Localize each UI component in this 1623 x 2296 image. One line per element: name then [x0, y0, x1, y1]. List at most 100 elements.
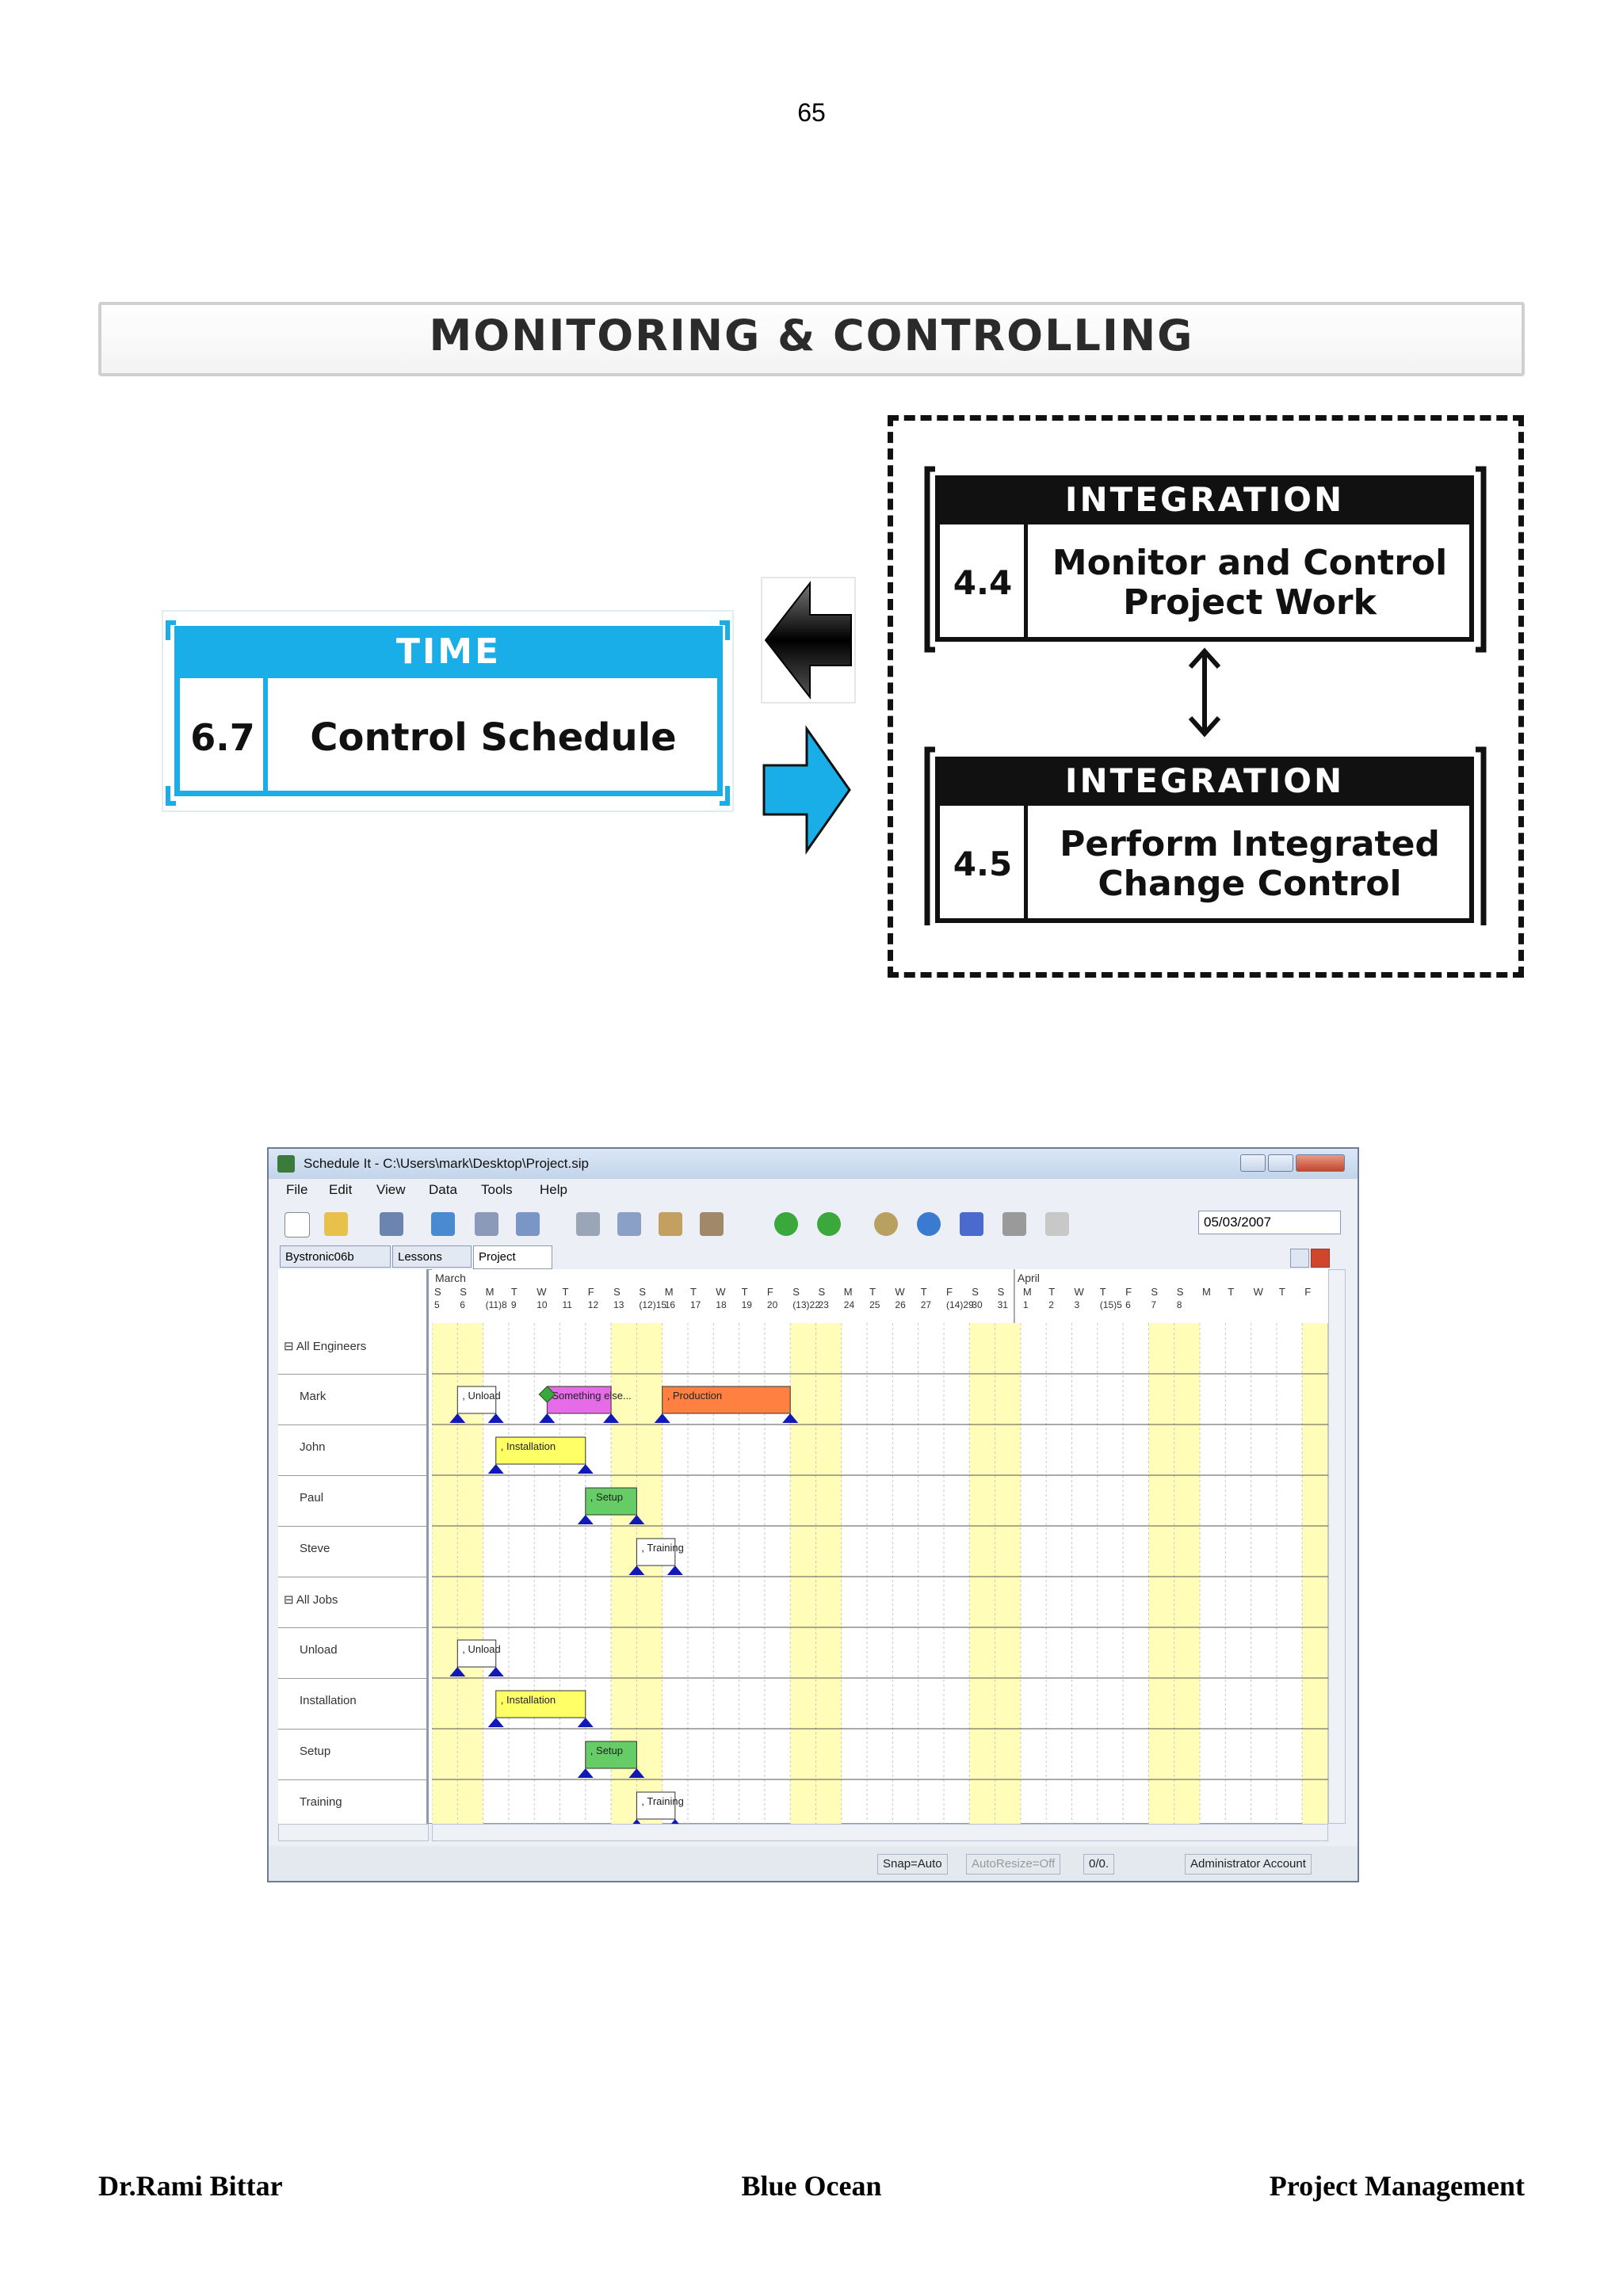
day-number: 19 — [742, 1299, 753, 1310]
add-resource-icon[interactable] — [659, 1212, 682, 1236]
task-bar — [636, 1538, 676, 1566]
integration-divider — [1024, 524, 1028, 637]
start-marker — [449, 1667, 466, 1676]
resource-icon[interactable] — [700, 1212, 724, 1236]
group-row-label[interactable]: ⊟ All Jobs — [284, 1593, 338, 1607]
day-letter: T — [1279, 1286, 1285, 1298]
resource-row-label[interactable]: Installation — [300, 1694, 357, 1707]
resource-row-label[interactable]: Setup — [300, 1745, 331, 1758]
task-bar — [495, 1690, 586, 1718]
zoom-icon[interactable] — [874, 1212, 898, 1236]
row-divider — [278, 1526, 429, 1527]
task-label: , Production — [667, 1390, 722, 1402]
maximize-button[interactable] — [1268, 1154, 1293, 1172]
row-divider — [278, 1374, 429, 1375]
task-label: , Setup — [590, 1491, 623, 1503]
weekend-column — [1148, 1323, 1174, 1824]
task-label: , Unload — [462, 1643, 500, 1655]
day-number: 31 — [998, 1299, 1009, 1310]
arrow-right-icon — [762, 725, 851, 855]
undo-icon[interactable] — [516, 1212, 540, 1236]
sort-icon[interactable] — [617, 1212, 641, 1236]
restore-pane-icon[interactable] — [1290, 1249, 1309, 1268]
menu-edit[interactable]: Edit — [329, 1182, 353, 1197]
vertical-scrollbar[interactable] — [1328, 1269, 1346, 1824]
close-button[interactable] — [1296, 1154, 1345, 1172]
resource-row-label[interactable]: Paul — [300, 1491, 324, 1505]
day-number: (13)22 — [792, 1299, 820, 1310]
print-preview-icon[interactable] — [1045, 1212, 1069, 1236]
end-marker — [628, 1768, 645, 1778]
filter-icon[interactable] — [576, 1212, 600, 1236]
tab-lessons[interactable]: Lessons — [392, 1245, 472, 1268]
close-pane-icon[interactable] — [1311, 1249, 1330, 1268]
menu-bar: File Edit View Data Tools Help — [269, 1179, 1358, 1201]
day-letter: F — [588, 1286, 594, 1298]
tab-project[interactable]: Project — [473, 1245, 552, 1269]
start-marker — [487, 1464, 504, 1474]
start-marker — [449, 1413, 466, 1423]
save-icon[interactable] — [380, 1212, 403, 1236]
day-letter: T — [1048, 1286, 1055, 1298]
app-icon — [277, 1155, 295, 1173]
task-bar — [585, 1741, 637, 1769]
menu-data[interactable]: Data — [429, 1182, 457, 1197]
day-number: 5 — [434, 1299, 440, 1310]
add-task-icon[interactable] — [431, 1212, 455, 1236]
day-letter: S — [613, 1286, 621, 1298]
day-letter: M — [1202, 1286, 1211, 1298]
menu-help[interactable]: Help — [540, 1182, 567, 1197]
menu-file[interactable]: File — [286, 1182, 308, 1197]
resource-row-label[interactable]: Unload — [300, 1643, 338, 1657]
globe-icon[interactable] — [917, 1212, 941, 1236]
edit-task-icon[interactable] — [475, 1212, 498, 1236]
day-letter: T — [511, 1286, 517, 1298]
weekend-column — [815, 1323, 842, 1824]
open-folder-icon[interactable] — [324, 1212, 348, 1236]
menu-view[interactable]: View — [376, 1182, 406, 1197]
day-number: 10 — [537, 1299, 548, 1310]
day-number: (12)15 — [639, 1299, 666, 1310]
integration-label-line1: Perform Integrated — [1060, 824, 1440, 864]
day-number: 2 — [1048, 1299, 1054, 1310]
group-row-label[interactable]: ⊟ All Engineers — [284, 1340, 367, 1353]
back-arrow-icon[interactable] — [774, 1212, 798, 1236]
footer-subject: Project Management — [1269, 2170, 1525, 2202]
milestone-diamond — [538, 1386, 556, 1403]
day-number: 17 — [690, 1299, 701, 1310]
resource-row-label[interactable]: Mark — [300, 1390, 327, 1403]
footer-author: Dr.Rami Bittar — [98, 2170, 283, 2202]
new-file-icon[interactable] — [285, 1212, 310, 1238]
time-box-label: Control Schedule — [310, 715, 677, 760]
menu-tools[interactable]: Tools — [481, 1182, 513, 1197]
left-hscrollbar[interactable] — [278, 1824, 429, 1841]
day-number: 6 — [1125, 1299, 1131, 1310]
resource-row-label[interactable]: Steve — [300, 1542, 330, 1555]
resource-row-label[interactable]: John — [300, 1440, 326, 1454]
main-hscrollbar[interactable] — [432, 1824, 1328, 1841]
end-marker — [487, 1667, 504, 1676]
resource-row-label[interactable]: Training — [300, 1795, 342, 1809]
day-letter: F — [946, 1286, 953, 1298]
integration-brackets — [924, 466, 1487, 925]
window-title: Schedule It - C:\Users\mark\Desktop\Proj… — [304, 1156, 589, 1171]
forward-arrow-icon[interactable] — [817, 1212, 841, 1236]
task-bar — [636, 1791, 676, 1820]
day-letter: W — [1254, 1286, 1264, 1298]
tab-bystronic06b[interactable]: Bystronic06b — [280, 1245, 391, 1268]
day-number: 23 — [819, 1299, 830, 1310]
time-box-brackets — [166, 620, 730, 806]
print-icon[interactable] — [1002, 1212, 1026, 1236]
task-bar — [546, 1386, 612, 1414]
integration-label-line2: Project Work — [1123, 582, 1377, 623]
date-picker[interactable]: 05/03/2007 — [1198, 1211, 1341, 1234]
time-box-divider — [263, 678, 268, 796]
toolbar — [269, 1201, 1358, 1245]
minimize-button[interactable] — [1240, 1154, 1266, 1172]
row-divider — [278, 1627, 429, 1628]
start-marker — [487, 1718, 504, 1727]
time-box-header: TIME — [174, 626, 723, 678]
month-label: March — [435, 1272, 466, 1284]
chart-icon[interactable] — [960, 1212, 983, 1236]
task-bar — [495, 1436, 586, 1465]
